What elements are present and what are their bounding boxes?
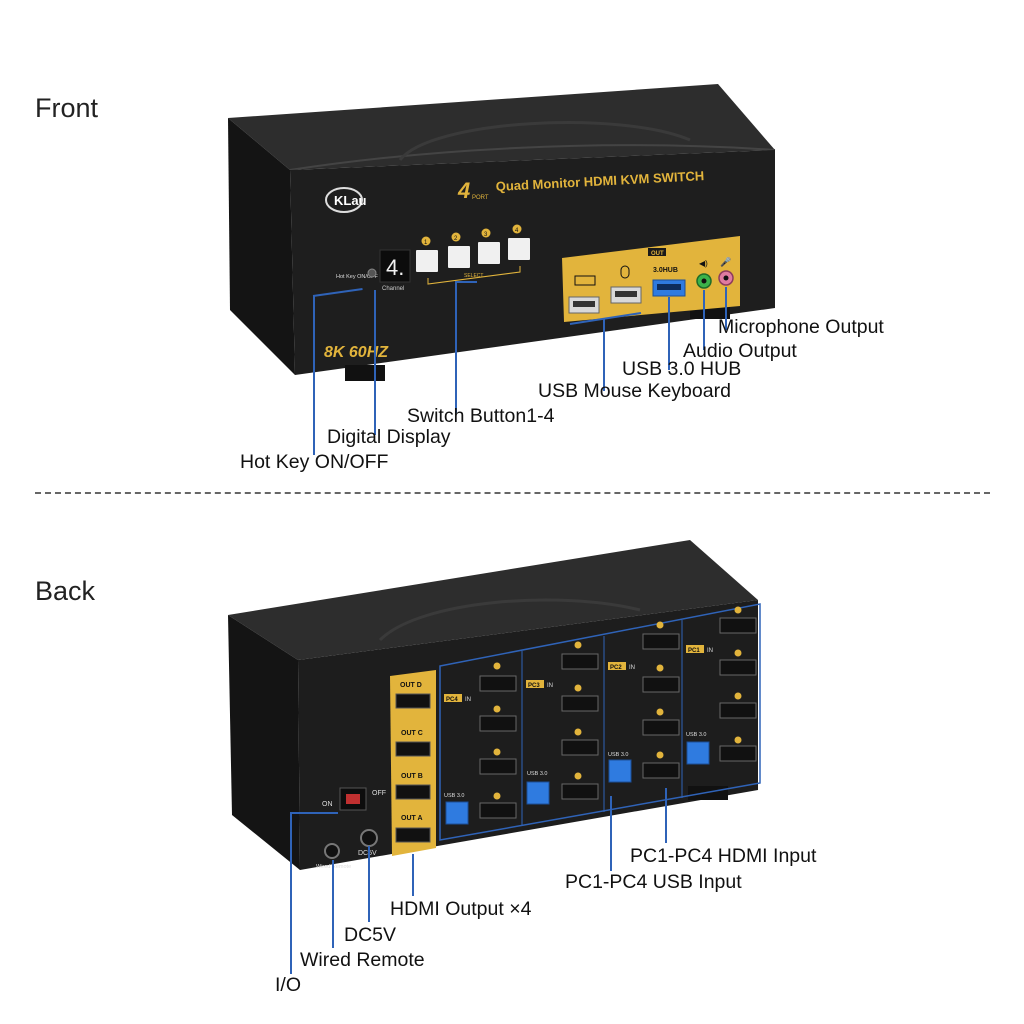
hotkey-button	[367, 268, 377, 278]
keyboard-icon	[574, 275, 596, 286]
port-count: 4	[457, 178, 470, 203]
callout-dc5v: DC5V	[344, 924, 397, 946]
display-digit: 4.	[386, 255, 404, 280]
svg-text:PC4: PC4	[446, 697, 458, 703]
pc3-group: PC3 IN USB 3.0	[526, 641, 599, 805]
callout-audio-output: Audio Output	[683, 340, 797, 362]
select-button-1	[416, 250, 438, 272]
svg-text:IN: IN	[547, 683, 553, 689]
resolution-badge: 8K 60HZ	[324, 344, 389, 361]
svg-text:3: 3	[484, 232, 488, 238]
microphone-icon: 🎤	[720, 256, 731, 267]
pc1-group: PC1 IN USB 3.0	[686, 606, 757, 765]
select-button-4	[508, 238, 530, 260]
svg-text:USB 3.0: USB 3.0	[527, 771, 547, 777]
callout-wired-remote: Wired Remote	[300, 949, 425, 971]
svg-text:USB 3.0: USB 3.0	[608, 752, 628, 758]
callout-usb-hub: USB 3.0 HUB	[622, 358, 742, 380]
input-panel-outline	[439, 603, 761, 841]
svg-text:OUT A: OUT A	[401, 815, 423, 822]
front-port-panel	[562, 236, 740, 322]
svg-text:4: 4	[515, 228, 519, 234]
svg-text:OUT C: OUT C	[401, 730, 423, 737]
pc2-group: PC2 IN USB 3.0	[608, 621, 680, 783]
wired-remote-jack	[324, 843, 340, 859]
hotkey-label: Hot Key ON/OFF	[336, 274, 379, 280]
callout-usb-input: PC1-PC4 USB Input	[565, 871, 742, 893]
digital-display	[379, 249, 411, 283]
callout-usb-mouse-keyboard: USB Mouse Keyboard	[538, 380, 731, 402]
callout-hdmi-input: PC1-PC4 HDMI Input	[630, 845, 817, 867]
pc3-usb-port	[526, 781, 550, 805]
leader-io-v	[290, 812, 292, 974]
leader-microphone	[725, 287, 727, 330]
dc-label: DC5V	[358, 850, 377, 857]
leader-switch-h	[455, 281, 477, 283]
svg-text:OUT B: OUT B	[401, 773, 423, 780]
svg-text:USB 3.0: USB 3.0	[686, 732, 706, 738]
output-strip	[390, 670, 436, 856]
back-left-side	[228, 615, 300, 870]
leader-dc5v	[368, 846, 370, 922]
section-divider	[35, 492, 990, 494]
select-buttons: 1 2 3 4	[416, 224, 530, 272]
svg-text:PC3: PC3	[528, 683, 540, 689]
select-button-2	[448, 246, 470, 268]
power-on-label: ON	[322, 801, 333, 808]
leader-hdmi-output	[412, 854, 414, 896]
callout-microphone-output: Microphone Output	[718, 316, 884, 338]
hdmi-output-ports: OUT D OUT C OUT B OUT A	[395, 682, 431, 843]
svg-text:OUT D: OUT D	[400, 682, 422, 689]
leader-hdmi-input	[665, 788, 667, 843]
callout-digital-display: Digital Display	[327, 426, 451, 448]
usb-hub-label: 3.0HUB	[653, 267, 678, 274]
leader-switch-v	[455, 281, 457, 413]
select-label: SELECT	[464, 273, 483, 279]
leader-usb-mouse-keyboard	[603, 319, 605, 391]
front-title: Front	[35, 93, 99, 123]
mouse-icon	[620, 265, 630, 279]
leader-usb-hub	[668, 297, 670, 370]
front-device-illustration: KLau 4 PORT Quad Monitor HDMI KVM SWITCH…	[228, 84, 776, 381]
speaker-icon: ◀)	[699, 259, 708, 268]
leader-usb-input	[610, 796, 612, 871]
svg-text:IN: IN	[465, 697, 471, 703]
front-face	[290, 150, 775, 375]
leader-display	[374, 290, 376, 435]
pc4-group: PC4 IN USB 3.0	[444, 662, 517, 825]
callout-hot-key: Hot Key ON/OFF	[240, 451, 389, 473]
svg-text:PC1: PC1	[688, 648, 700, 654]
channel-label: Channel	[382, 286, 404, 292]
select-button-3	[478, 242, 500, 264]
leader-hotkey-v	[313, 295, 315, 455]
power-off-label: OFF	[372, 790, 386, 797]
dc-jack	[360, 829, 378, 847]
pc4-usb-port	[445, 801, 469, 825]
svg-text:2: 2	[454, 236, 458, 242]
callout-io: I/O	[275, 974, 302, 996]
leader-wired-remote	[332, 860, 334, 948]
pc2-usb-port	[608, 759, 632, 783]
svg-text:IN: IN	[629, 665, 635, 671]
out-label: OUT	[651, 251, 664, 257]
back-top-face	[228, 540, 758, 660]
callout-hdmi-output: HDMI Output ×4	[390, 898, 532, 920]
brand-logo	[325, 187, 363, 213]
svg-text:USB 3.0: USB 3.0	[444, 793, 464, 799]
pc1-usb-port	[686, 741, 710, 765]
svg-text:1: 1	[424, 240, 428, 246]
callout-switch-button: Switch Button1-4	[407, 405, 555, 427]
port-word: PORT	[472, 195, 489, 201]
svg-text:IN: IN	[707, 648, 713, 654]
front-left-side	[228, 118, 295, 375]
leader-io-h	[290, 812, 338, 814]
back-title: Back	[35, 576, 96, 606]
leader-audio	[703, 290, 705, 350]
svg-text:PC2: PC2	[610, 665, 622, 671]
brand-logo-text: KLau	[334, 193, 367, 208]
